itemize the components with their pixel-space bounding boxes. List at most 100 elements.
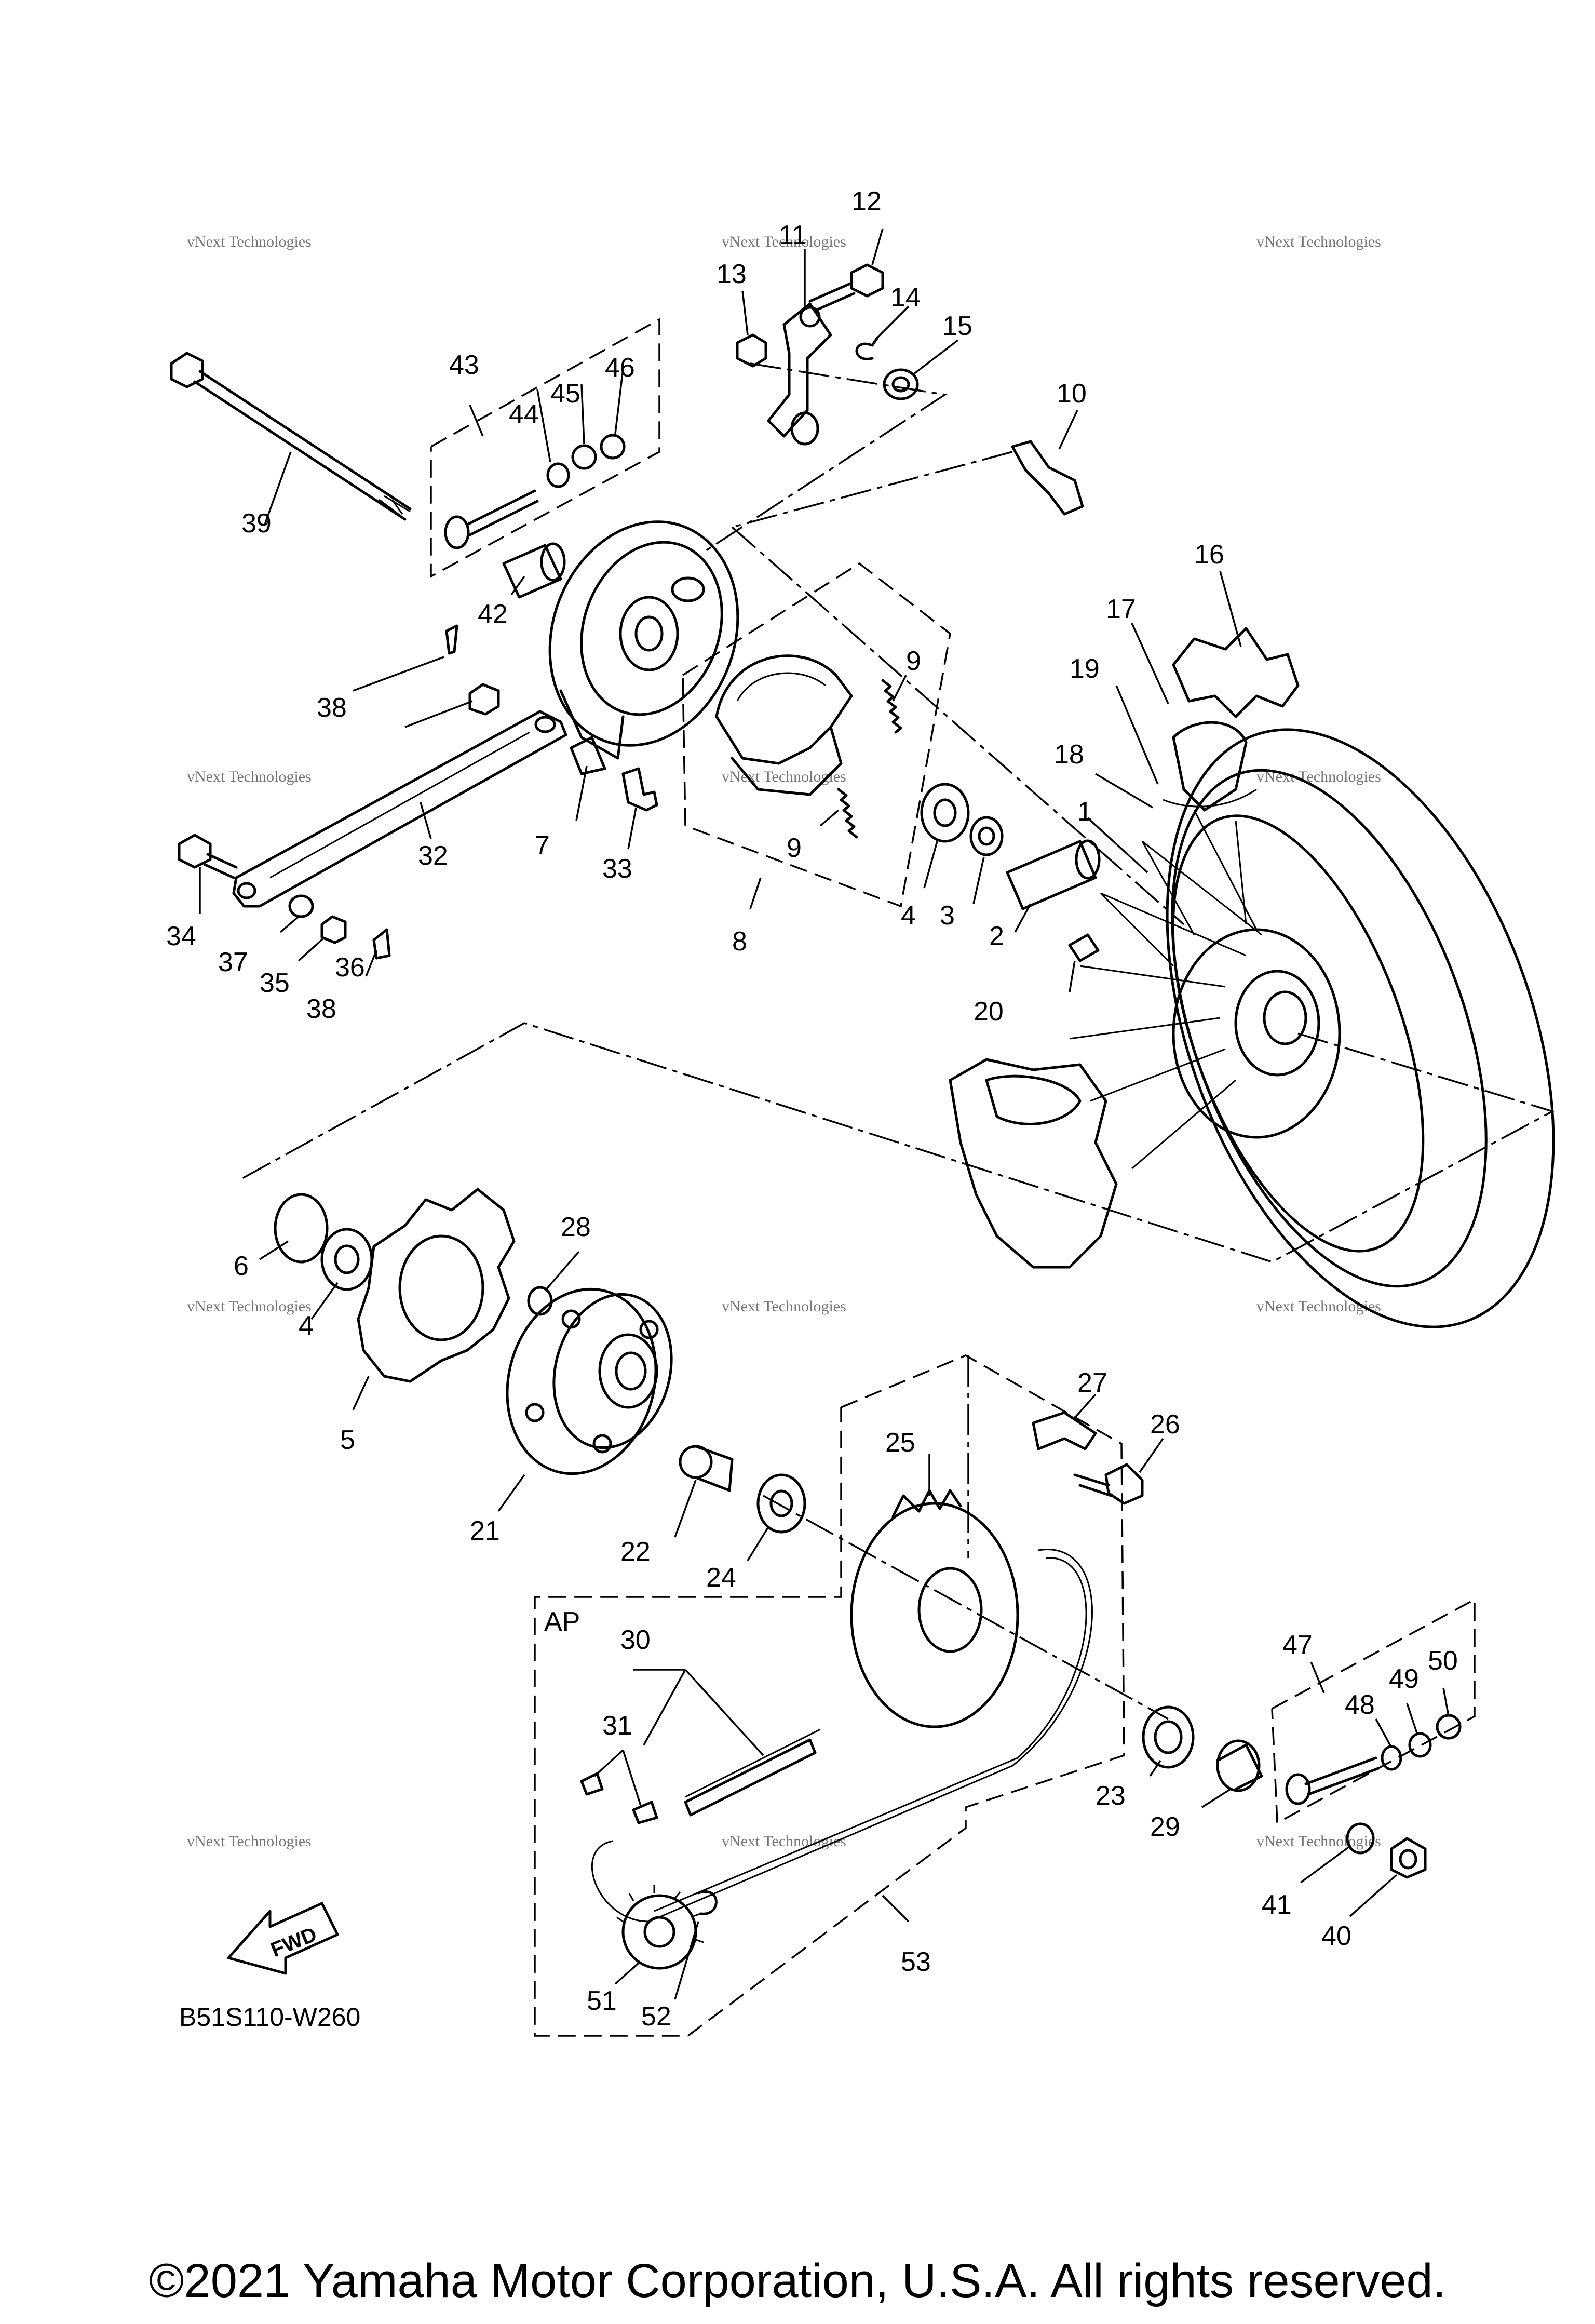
callout-46[interactable]: 46 [605,353,635,383]
callout-50[interactable]: 50 [1428,1646,1458,1676]
collar-42 [502,542,566,599]
bolt-34 [178,834,238,879]
spring-9-lower [837,788,858,839]
watermark-mid-left: vNext Technologies [187,768,312,785]
chain-segment-30 [684,1728,821,1817]
bolt-12 [808,263,884,312]
callout-9-lower[interactable]: 9 [787,833,802,863]
callout-14[interactable]: 14 [890,283,921,313]
callout-39[interactable]: 39 [241,508,272,539]
callout-20[interactable]: 20 [974,997,1004,1027]
nipple-20 [1068,933,1100,962]
watermark-top-left: vNext Technologies [187,233,312,250]
callout-51[interactable]: 51 [587,1986,617,2016]
callout-53[interactable]: 53 [901,1947,931,1977]
axle-39 [170,352,412,521]
bolt-26 [1073,1463,1144,1505]
callout-31[interactable]: 31 [602,1711,632,1741]
svg-text:vNext Technologies: vNext Technologies [187,1298,312,1315]
adjuster-group-box-47 [1271,1598,1476,1824]
sprocket-25 [850,1489,1019,1728]
callout-7[interactable]: 7 [535,830,550,861]
callout-3[interactable]: 3 [940,901,955,931]
callout-1[interactable]: 1 [1077,797,1092,827]
callout-34[interactable]: 34 [166,921,196,951]
callout-2[interactable]: 2 [989,921,1004,951]
collar-29 [1216,1739,1263,1792]
nut-35 [320,915,347,944]
callout-44[interactable]: 44 [509,399,539,429]
callout-12[interactable]: 12 [851,186,882,217]
watermarks: vNext Technologies vNext Technologies vN… [187,233,1381,1850]
callout-10[interactable]: 10 [1057,379,1087,409]
valve-10 [1011,440,1084,516]
callout-16[interactable]: 16 [1194,540,1224,570]
callout-38-upper[interactable]: 38 [317,693,347,723]
callout-40[interactable]: 40 [1321,1921,1351,1951]
callout-35[interactable]: 35 [260,968,290,998]
callout-18[interactable]: 18 [1054,740,1084,770]
callout-33[interactable]: 33 [602,854,632,884]
copyright-notice: ©2021 Yamaha Motor Corporation, U.S.A. A… [148,2254,1447,2307]
callout-9-upper[interactable]: 9 [906,646,921,676]
callout-32[interactable]: 32 [418,841,448,871]
callout-26[interactable]: 26 [1150,1409,1180,1440]
callout-19[interactable]: 19 [1070,654,1100,684]
spacer-2 [1006,839,1101,910]
oil-seal-23 [1142,1705,1195,1769]
callout-6[interactable]: 6 [234,1251,249,1281]
wheel-to-hub-line [241,1022,1555,1263]
spacer-3 [969,816,1004,856]
callout-38-lower[interactable]: 38 [306,994,336,1024]
callout-23[interactable]: 23 [1096,1781,1126,1811]
callout-52[interactable]: 52 [641,2001,671,2032]
lock-plate-27 [1032,1411,1097,1450]
svg-text:vNext Technologies: vNext Technologies [1256,1833,1381,1850]
callout-8[interactable]: 8 [732,926,747,957]
callout-41[interactable]: 41 [1262,1890,1292,1920]
watermark-top-right: vNext Technologies [1256,233,1381,250]
callout-24[interactable]: 24 [706,1563,736,1593]
watermark-top-center: vNext Technologies [722,233,846,250]
callout-37[interactable]: 37 [218,947,248,977]
callout-49[interactable]: 49 [1389,1664,1419,1694]
callout-11[interactable]: 11 [779,220,807,250]
callout-47[interactable]: 47 [1282,1630,1313,1660]
callout-17[interactable]: 17 [1106,594,1136,624]
callout-5[interactable]: 5 [340,1425,355,1455]
callout-13[interactable]: 13 [717,259,747,289]
callout-15[interactable]: 15 [942,311,972,341]
callout-30[interactable]: 30 [620,1625,651,1655]
cam-lever-11 [767,302,832,446]
brake-shoes [715,654,853,796]
watermark-low-left: vNext Technologies [187,1298,312,1315]
callouts: 1 2 3 4 4 5 6 7 8 9 9 10 11 12 13 14 15 … [166,186,1458,2032]
callout-36[interactable]: 36 [335,952,365,983]
callout-48[interactable]: 48 [1345,1690,1375,1720]
callout-28[interactable]: 28 [561,1212,591,1242]
hub-axis-line [763,1495,1169,1720]
adjuster-group-box-43 [430,318,660,578]
parts: FWD AP [170,263,1555,2037]
callout-4-upper[interactable]: 4 [901,901,916,931]
bearing-4-lower [320,1228,373,1291]
callout-22[interactable]: 22 [620,1537,651,1567]
callout-29[interactable]: 29 [1150,1812,1180,1842]
callout-21[interactable]: 21 [470,1516,500,1546]
callout-27[interactable]: 27 [1077,1368,1107,1398]
cam-group-line [706,362,948,552]
adjuster-bolt-44-46 [444,434,626,549]
washer-37 [288,894,314,918]
washer-14 [855,336,879,360]
callout-4-lower[interactable]: 4 [299,1311,314,1341]
callout-45[interactable]: 45 [550,379,580,409]
svg-text:vNext Technologies: vNext Technologies [1256,233,1381,250]
damper-5 [357,1188,516,1383]
watermark-low-center: vNext Technologies [722,1298,846,1315]
watermark-bottom-left: vNext Technologies [187,1833,312,1850]
callout-42[interactable]: 42 [478,599,508,629]
diagram-code: B51S110-W260 [179,2003,361,2032]
callout-43[interactable]: 43 [449,350,479,380]
callout-25[interactable]: 25 [885,1428,915,1458]
